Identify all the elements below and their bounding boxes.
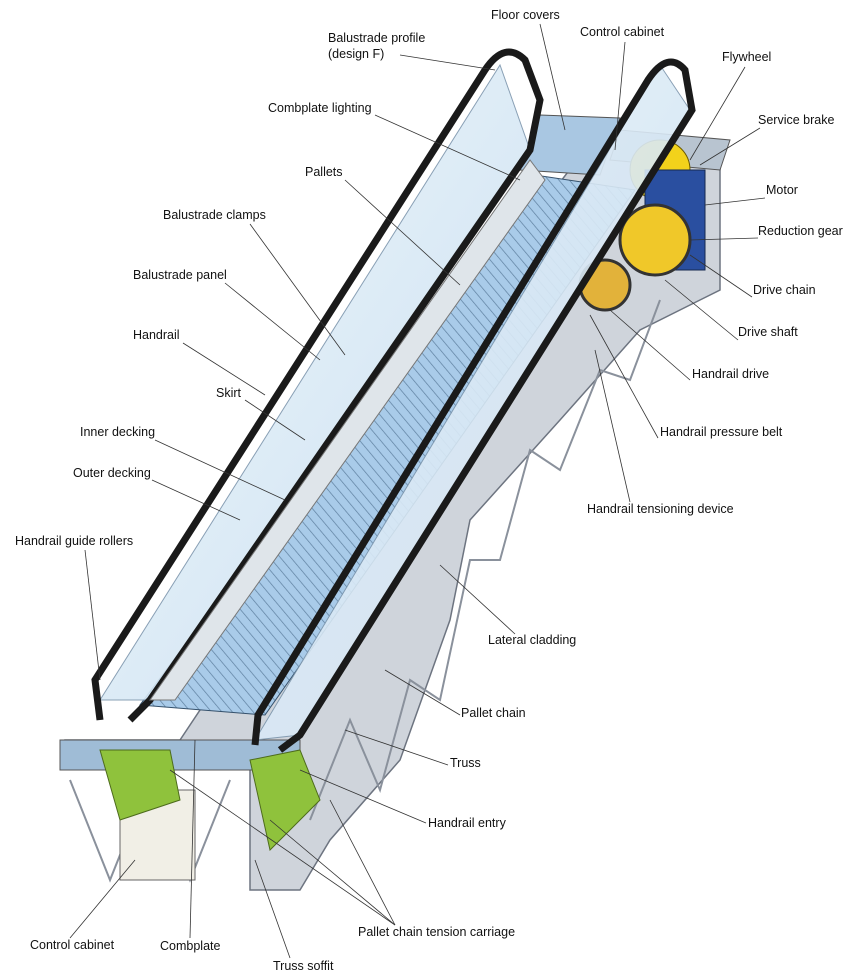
label-inner-decking: Inner decking [80, 425, 156, 439]
right-handrail [251, 58, 696, 753]
label-pallets: Pallets [305, 165, 343, 179]
label-outer-decking: Outer decking [73, 466, 151, 480]
label-control-cabinet-top: Control cabinet [580, 25, 665, 39]
label-skirt: Skirt [216, 386, 241, 400]
label-combplate: Combplate [160, 939, 221, 953]
label-handrail-pressure-belt: Handrail pressure belt [660, 425, 783, 439]
label-combplate-lighting: Combplate lighting [268, 101, 372, 115]
label-handrail-guide-rollers: Handrail guide rollers [15, 534, 134, 548]
label-pallet-chain: Pallet chain [461, 706, 526, 720]
label-flywheel: Flywheel [722, 50, 772, 64]
label-lateral-cladding: Lateral cladding [488, 633, 577, 647]
label-motor: Motor [766, 183, 798, 197]
label-drive-chain: Drive chain [753, 283, 816, 297]
leader-lines [69, 23, 766, 959]
label-reduction-gear: Reduction gear [758, 224, 843, 238]
reduction-gear-shape [618, 203, 692, 277]
label-handrail-drive: Handrail drive [692, 367, 770, 381]
label-handrail: Handrail [133, 328, 180, 342]
left-handrail [91, 48, 544, 723]
label-balustrade-clamps: Balustrade clamps [163, 208, 266, 222]
label-drive-shaft: Drive shaft [738, 325, 798, 339]
left-skirt [149, 159, 546, 701]
label-balustrade-panel: Balustrade panel [133, 268, 227, 282]
label-truss: Truss [450, 756, 481, 770]
label-pallet-chain-tension-carriage: Pallet chain tension carriage [358, 925, 516, 939]
label-control-cabinet-bottom: Control cabinet [30, 938, 115, 952]
label-handrail-entry: Handrail entry [428, 816, 506, 830]
label-floor-covers: Floor covers [491, 8, 560, 22]
label-truss-soffit: Truss soffit [273, 959, 334, 973]
label-service-brake: Service brake [758, 113, 835, 127]
tension-carriage [99, 749, 181, 821]
label-handrail-tensioning-device: Handrail tensioning device [587, 502, 734, 516]
label-balustrade-profile: Balustrade profile [328, 31, 426, 45]
tension-carriage-right [249, 749, 321, 851]
label-balustrade-profile-design: (design F) [328, 47, 385, 61]
